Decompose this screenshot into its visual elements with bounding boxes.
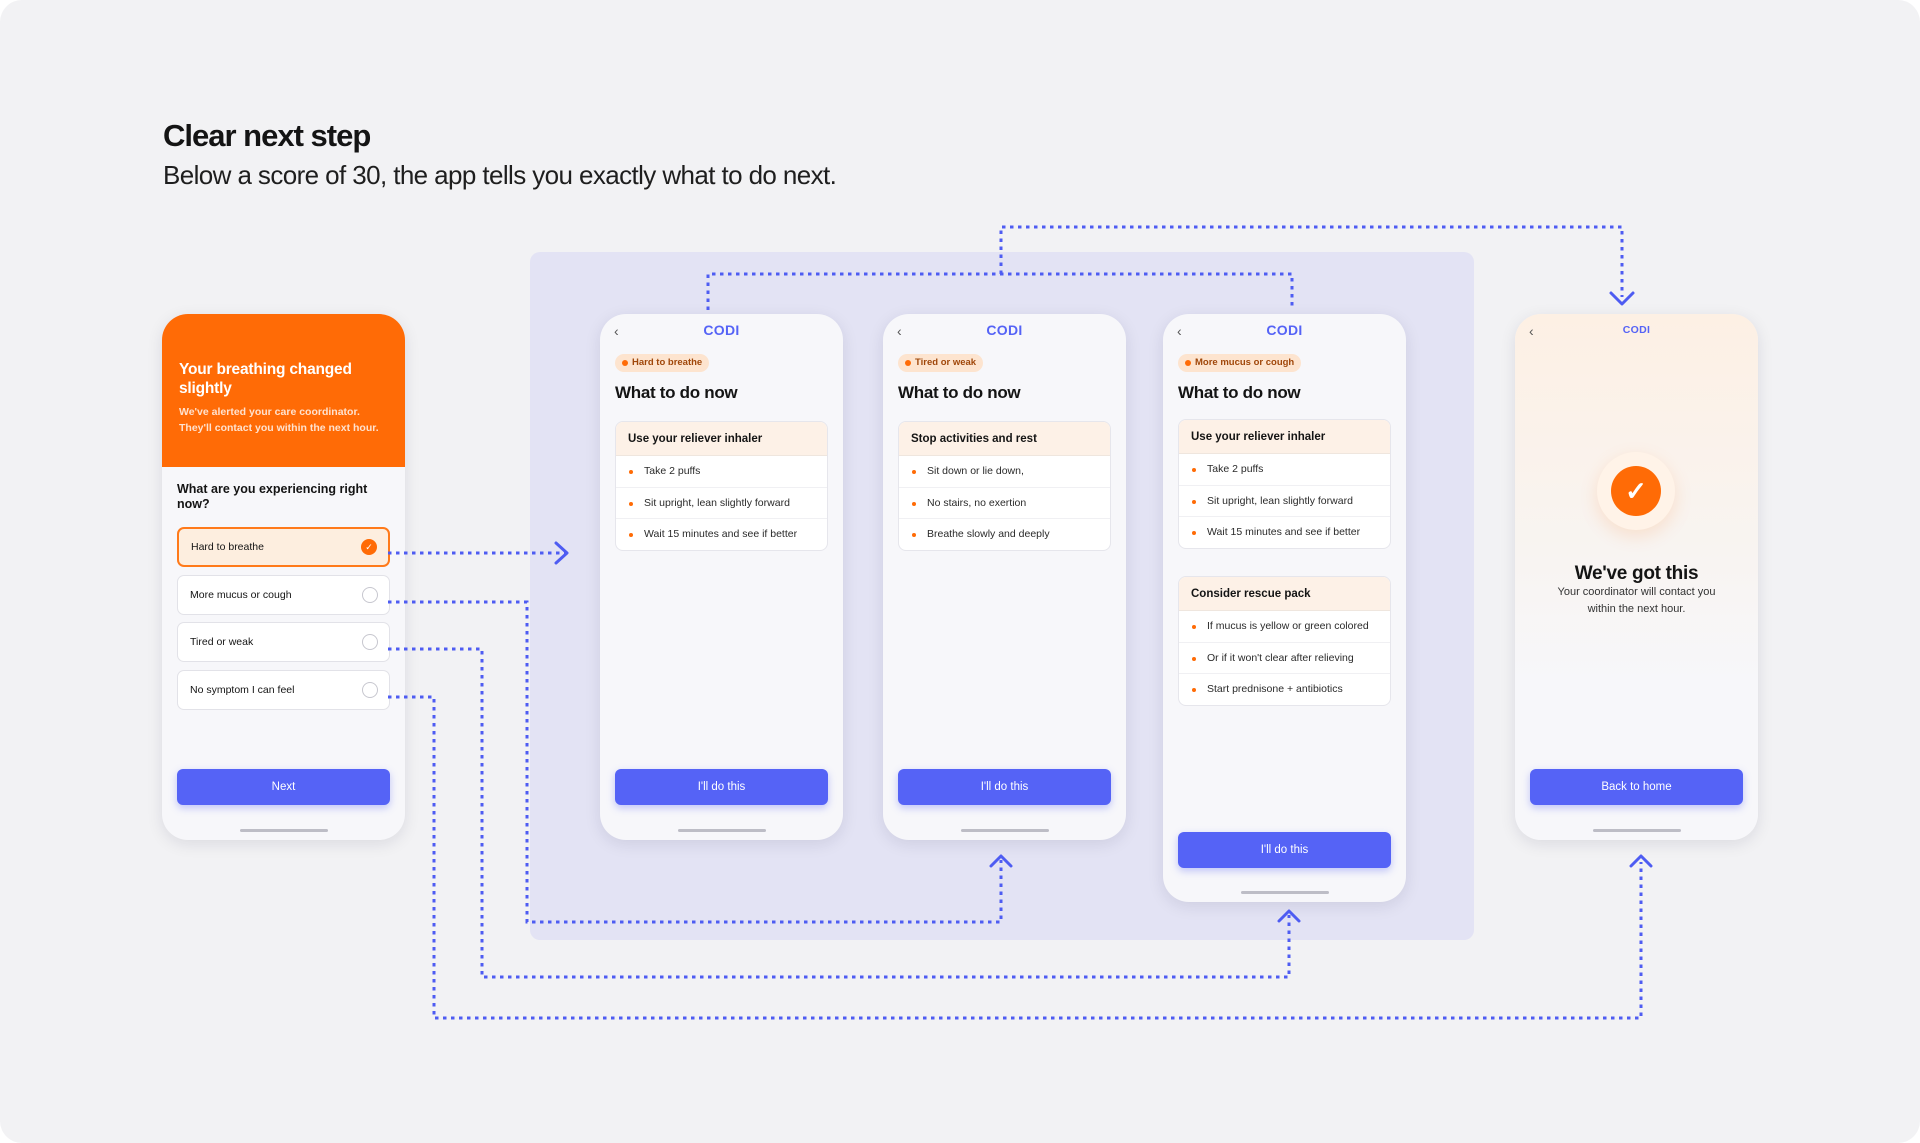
confirmation-title: We've got this bbox=[1574, 563, 1699, 584]
action-card: Use your reliever inhaler Take 2 puffs S… bbox=[615, 421, 828, 551]
list-item: Take 2 puffs bbox=[616, 456, 827, 488]
chevron-left-icon[interactable]: ‹ bbox=[1177, 323, 1182, 339]
list-item: Wait 15 minutes and see if better bbox=[1179, 517, 1390, 548]
screen-title: What to do now bbox=[1178, 383, 1301, 402]
list-item: No stairs, no exertion bbox=[899, 488, 1110, 519]
action-card: Stop activities and rest Sit down or lie… bbox=[898, 421, 1111, 551]
chevron-left-icon[interactable]: ‹ bbox=[1529, 323, 1534, 339]
screen-title: What to do now bbox=[898, 383, 1021, 402]
success-badge: ✓ bbox=[1597, 452, 1675, 530]
card-title: Consider rescue pack bbox=[1179, 577, 1390, 611]
hero-title: Your breathing changed slightly bbox=[179, 361, 352, 397]
top-bar: ‹ CODI bbox=[1163, 314, 1406, 344]
confirmation-text: Your coordinator will contact you within… bbox=[1557, 586, 1716, 615]
page-subtitle: Below a score of 30, the app tells you e… bbox=[163, 160, 837, 190]
top-bar: ‹ CODI bbox=[600, 314, 843, 344]
home-indicator bbox=[677, 829, 766, 832]
rescue-pack-card: Consider rescue pack If mucus is yellow … bbox=[1178, 576, 1391, 706]
home-indicator bbox=[960, 829, 1049, 832]
confirm-button[interactable]: I'll do this bbox=[898, 769, 1111, 805]
card-title: Use your reliever inhaler bbox=[1179, 420, 1390, 454]
list-item: Sit upright, lean slightly forward bbox=[616, 488, 827, 519]
chevron-left-icon[interactable]: ‹ bbox=[614, 323, 619, 339]
list-item: If mucus is yellow or green colored bbox=[1179, 611, 1390, 643]
card-title: Use your reliever inhaler bbox=[616, 422, 827, 456]
option-more-mucus[interactable]: More mucus or cough bbox=[177, 575, 390, 615]
radio-empty-icon bbox=[362, 682, 378, 698]
option-label: More mucus or cough bbox=[190, 589, 292, 601]
option-tired-weak[interactable]: Tired or weak bbox=[177, 622, 390, 662]
app-logo: CODI bbox=[986, 322, 1023, 338]
arrow-icon bbox=[1609, 291, 1635, 306]
back-home-button[interactable]: Back to home bbox=[1530, 769, 1743, 805]
symptom-tag: More mucus or cough bbox=[1178, 354, 1302, 372]
symptom-question: What are you experiencing right now? bbox=[177, 482, 368, 511]
list-item: Wait 15 minutes and see if better bbox=[616, 519, 827, 550]
home-indicator bbox=[1592, 829, 1681, 832]
app-logo: CODI bbox=[1266, 322, 1303, 338]
list-item: Take 2 puffs bbox=[1179, 454, 1390, 486]
list-item: Breathe slowly and deeply bbox=[899, 519, 1110, 550]
screen-title: What to do now bbox=[615, 383, 738, 402]
app-logo: CODI bbox=[703, 322, 740, 338]
alert-hero: Your breathing changed slightly We've al… bbox=[162, 314, 405, 467]
confirm-button[interactable]: I'll do this bbox=[615, 769, 828, 805]
option-label: No symptom I can feel bbox=[190, 684, 295, 696]
header: Clear next step Below a score of 30, the… bbox=[163, 118, 837, 191]
home-indicator bbox=[239, 829, 328, 832]
tired-weak-screen: ‹ CODI Tired or weak What to do now Stop… bbox=[883, 314, 1126, 840]
list-item: Start prednisone + antibiotics bbox=[1179, 674, 1390, 705]
card-title: Stop activities and rest bbox=[899, 422, 1110, 456]
radio-empty-icon bbox=[362, 587, 378, 603]
list-item: Sit down or lie down, bbox=[899, 456, 1110, 488]
confirm-button[interactable]: I'll do this bbox=[1178, 832, 1391, 868]
arrow-icon bbox=[1629, 854, 1653, 868]
home-indicator bbox=[1240, 891, 1329, 894]
hard-to-breathe-screen: ‹ CODI Hard to breathe What to do now Us… bbox=[600, 314, 843, 840]
app-logo: CODI bbox=[1622, 324, 1651, 336]
checkin-screen: Your breathing changed slightly We've al… bbox=[162, 314, 405, 840]
hero-text: We've alerted your care coordinator. The… bbox=[179, 406, 379, 434]
symptom-tag: Hard to breathe bbox=[615, 354, 710, 372]
chevron-left-icon[interactable]: ‹ bbox=[897, 323, 902, 339]
next-button[interactable]: Next bbox=[177, 769, 390, 805]
list-item: Or if it won't clear after relieving bbox=[1179, 643, 1390, 674]
option-no-symptom[interactable]: No symptom I can feel bbox=[177, 670, 390, 710]
checkmark-icon: ✓ bbox=[361, 539, 377, 555]
list-item: Sit upright, lean slightly forward bbox=[1179, 486, 1390, 517]
page-title: Clear next step bbox=[163, 118, 371, 153]
symptom-tag: Tired or weak bbox=[898, 354, 984, 372]
confirmation-screen: ‹ CODI ✓ We've got this Your coordinator… bbox=[1515, 314, 1758, 840]
more-mucus-screen: ‹ CODI More mucus or cough What to do no… bbox=[1163, 314, 1406, 902]
option-label: Hard to breathe bbox=[191, 541, 264, 553]
top-bar: ‹ CODI bbox=[1515, 314, 1758, 344]
option-label: Tired or weak bbox=[190, 636, 254, 648]
radio-empty-icon bbox=[362, 634, 378, 650]
option-hard-to-breathe[interactable]: Hard to breathe ✓ bbox=[177, 527, 390, 567]
checkmark-icon: ✓ bbox=[1611, 466, 1661, 516]
action-card: Use your reliever inhaler Take 2 puffs S… bbox=[1178, 419, 1391, 549]
top-bar: ‹ CODI bbox=[883, 314, 1126, 344]
